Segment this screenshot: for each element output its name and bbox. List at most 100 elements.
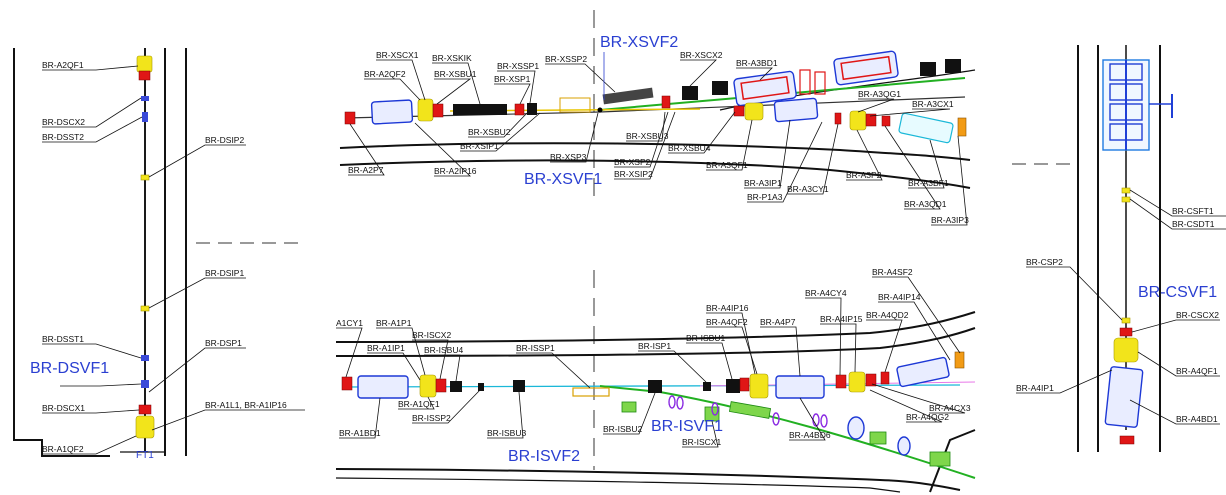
label-isbu4: BR-ISBU4 bbox=[424, 345, 463, 355]
valve-label-xsvf2: BR-XSVF2 bbox=[600, 34, 678, 51]
label-xsip2: BR-XSIP2 bbox=[614, 169, 653, 179]
label-a3bf1: BR-A3BF1 bbox=[908, 178, 949, 188]
a1-corrector bbox=[435, 378, 447, 393]
label-xsbu4: BR-XSBU4 bbox=[668, 143, 711, 153]
isbu1-box bbox=[726, 379, 740, 393]
ion-pump-dsip2 bbox=[140, 174, 150, 181]
label-a4cy4: BR-A4CY4 bbox=[805, 288, 847, 298]
label-a1l1-a1ip16: BR-A1L1, BR-A1IP16 bbox=[205, 400, 287, 410]
label-a1qf2: BR-A1QF2 bbox=[42, 444, 84, 454]
label-isbu2: BR-ISBU2 bbox=[603, 424, 642, 434]
a4cx3-mark bbox=[865, 373, 877, 387]
bot-mark-1 bbox=[341, 376, 353, 391]
label-issp2: BR-ISSP2 bbox=[412, 413, 451, 423]
label-a3cx1: BR-A3CX1 bbox=[912, 99, 954, 109]
isp1-box bbox=[703, 382, 711, 391]
label-a1bd1: BR-A1BD1 bbox=[339, 428, 381, 438]
label-xsbu2: BR-XSBU2 bbox=[468, 127, 511, 137]
label-a4ip16: BR-A4IP16 bbox=[706, 303, 749, 313]
bellows-1 bbox=[668, 395, 676, 409]
box-a3-1 bbox=[920, 62, 936, 76]
label-xssp2: BR-XSSP2 bbox=[545, 54, 587, 64]
label-a4qf2: BR-A4QF2 bbox=[706, 317, 748, 327]
label-cscx2: BR-CSCX2 bbox=[1176, 310, 1219, 320]
csft1-mark bbox=[1121, 187, 1131, 194]
a3cy1-mark bbox=[834, 112, 842, 125]
quad-a4qg2 bbox=[847, 416, 865, 440]
sextupole-a3bf1 bbox=[898, 112, 954, 144]
a3-mark-2 bbox=[881, 115, 891, 127]
label-xsp1: BR-XSP1 bbox=[494, 74, 531, 84]
label-xsip1: BR-XSIP1 bbox=[460, 141, 499, 151]
xssp-group bbox=[559, 97, 591, 113]
label-dsip2: BR-DSIP2 bbox=[205, 135, 244, 145]
quad-a3qg1 bbox=[849, 110, 867, 131]
valve-label-isvf1: BR-ISVF1 bbox=[651, 418, 723, 435]
label-a4qf1: BR-A4QF1 bbox=[1176, 366, 1218, 376]
diag-a4-2 bbox=[929, 451, 951, 467]
bellows-4 bbox=[772, 412, 780, 426]
bellows-3 bbox=[711, 402, 719, 416]
a4cy4-mark bbox=[835, 374, 847, 389]
valve-label-dsvf1: BR-DSVF1 bbox=[30, 360, 109, 377]
csdt1-mark bbox=[1121, 196, 1131, 203]
corrector-xscx1 bbox=[432, 103, 444, 118]
isbu3-box-2 bbox=[513, 380, 525, 392]
kicker-xskik bbox=[453, 104, 507, 115]
quad-a4qf1 bbox=[1113, 337, 1139, 363]
label-xscx1: BR-XSCX1 bbox=[376, 50, 419, 60]
valve-label-isvf2: BR-ISVF2 bbox=[508, 448, 580, 465]
diag-isbu2 bbox=[621, 401, 637, 413]
label-a3qd1: BR-A3QD1 bbox=[904, 199, 947, 209]
corrector-dscx1 bbox=[138, 404, 152, 415]
valve-dsvf1-body bbox=[141, 380, 149, 388]
label-a4cx3: BR-A4CX3 bbox=[929, 403, 971, 413]
dipole-a2 bbox=[370, 99, 414, 125]
dipole-a3-3 bbox=[833, 50, 899, 86]
label-xskik: BR-XSKIK bbox=[432, 53, 472, 63]
label-xsbu1: BR-XSBU1 bbox=[434, 69, 477, 79]
label-p1a3: BR-P1A3 bbox=[747, 192, 783, 202]
isbu2-box bbox=[648, 380, 662, 393]
top-panel: BR-XSCX1 BR-XSKIK BR-A2QF2 BR-XSBU1 BR-X… bbox=[339, 10, 976, 226]
label-issp1: BR-ISSP1 bbox=[516, 343, 555, 353]
a4-mark-2 bbox=[880, 371, 890, 385]
dipole-a4bd6 bbox=[775, 375, 825, 399]
label-a1ip1: BR-A1IP1 bbox=[367, 343, 405, 353]
corrector-a3cx1 bbox=[865, 113, 877, 127]
quad-a3qf1 bbox=[744, 102, 764, 121]
dipole-a4bd1 bbox=[1104, 366, 1144, 428]
label-dsp1: BR-DSP1 bbox=[205, 338, 242, 348]
label-dsst2: BR-DSST2 bbox=[42, 132, 84, 142]
a3-orange bbox=[957, 117, 967, 137]
dipole-a3-2 bbox=[773, 97, 819, 123]
bellows-2 bbox=[676, 396, 684, 410]
label-xssp1: BR-XSSP1 bbox=[497, 61, 539, 71]
label-a1cy1: A1CY1 bbox=[336, 318, 363, 328]
label-a4sf2: BR-A4SF2 bbox=[872, 267, 913, 277]
label-a4bd6: BR-A4BD6 bbox=[789, 430, 831, 440]
label-a3bd1: BR-A3BD1 bbox=[736, 58, 778, 68]
dipole-a3bd1 bbox=[733, 70, 797, 107]
a4-corrector bbox=[739, 377, 750, 392]
dipole-a4-2 bbox=[896, 356, 950, 388]
bottom-red bbox=[1119, 435, 1135, 445]
label-a4qg2: BR-A4QG2 bbox=[906, 412, 949, 422]
csp2-mark bbox=[1121, 317, 1131, 324]
label-csp2: BR-CSP2 bbox=[1026, 257, 1063, 267]
label-a2p7: BR-A2P7 bbox=[348, 165, 384, 175]
isbu3-box bbox=[478, 383, 484, 391]
label-a3qf1: BR-A3QF1 bbox=[706, 160, 748, 170]
label-isp1: BR-ISP1 bbox=[638, 341, 671, 351]
label-a4qd2: BR-A4QD2 bbox=[866, 310, 909, 320]
quadrupole-a1qf2 bbox=[135, 415, 155, 439]
xssp1-box bbox=[527, 103, 537, 115]
label-a2qf2: BR-A2QF2 bbox=[364, 69, 406, 79]
label-xsp2: BR-XSP2 bbox=[614, 157, 651, 167]
bellows-6 bbox=[820, 414, 828, 428]
a4sf2-orange bbox=[954, 351, 965, 369]
quad-a4qd2 bbox=[848, 371, 866, 393]
label-isbu3: BR-ISBU3 bbox=[487, 428, 526, 438]
label-a4ip1: BR-A4IP1 bbox=[1016, 383, 1054, 393]
